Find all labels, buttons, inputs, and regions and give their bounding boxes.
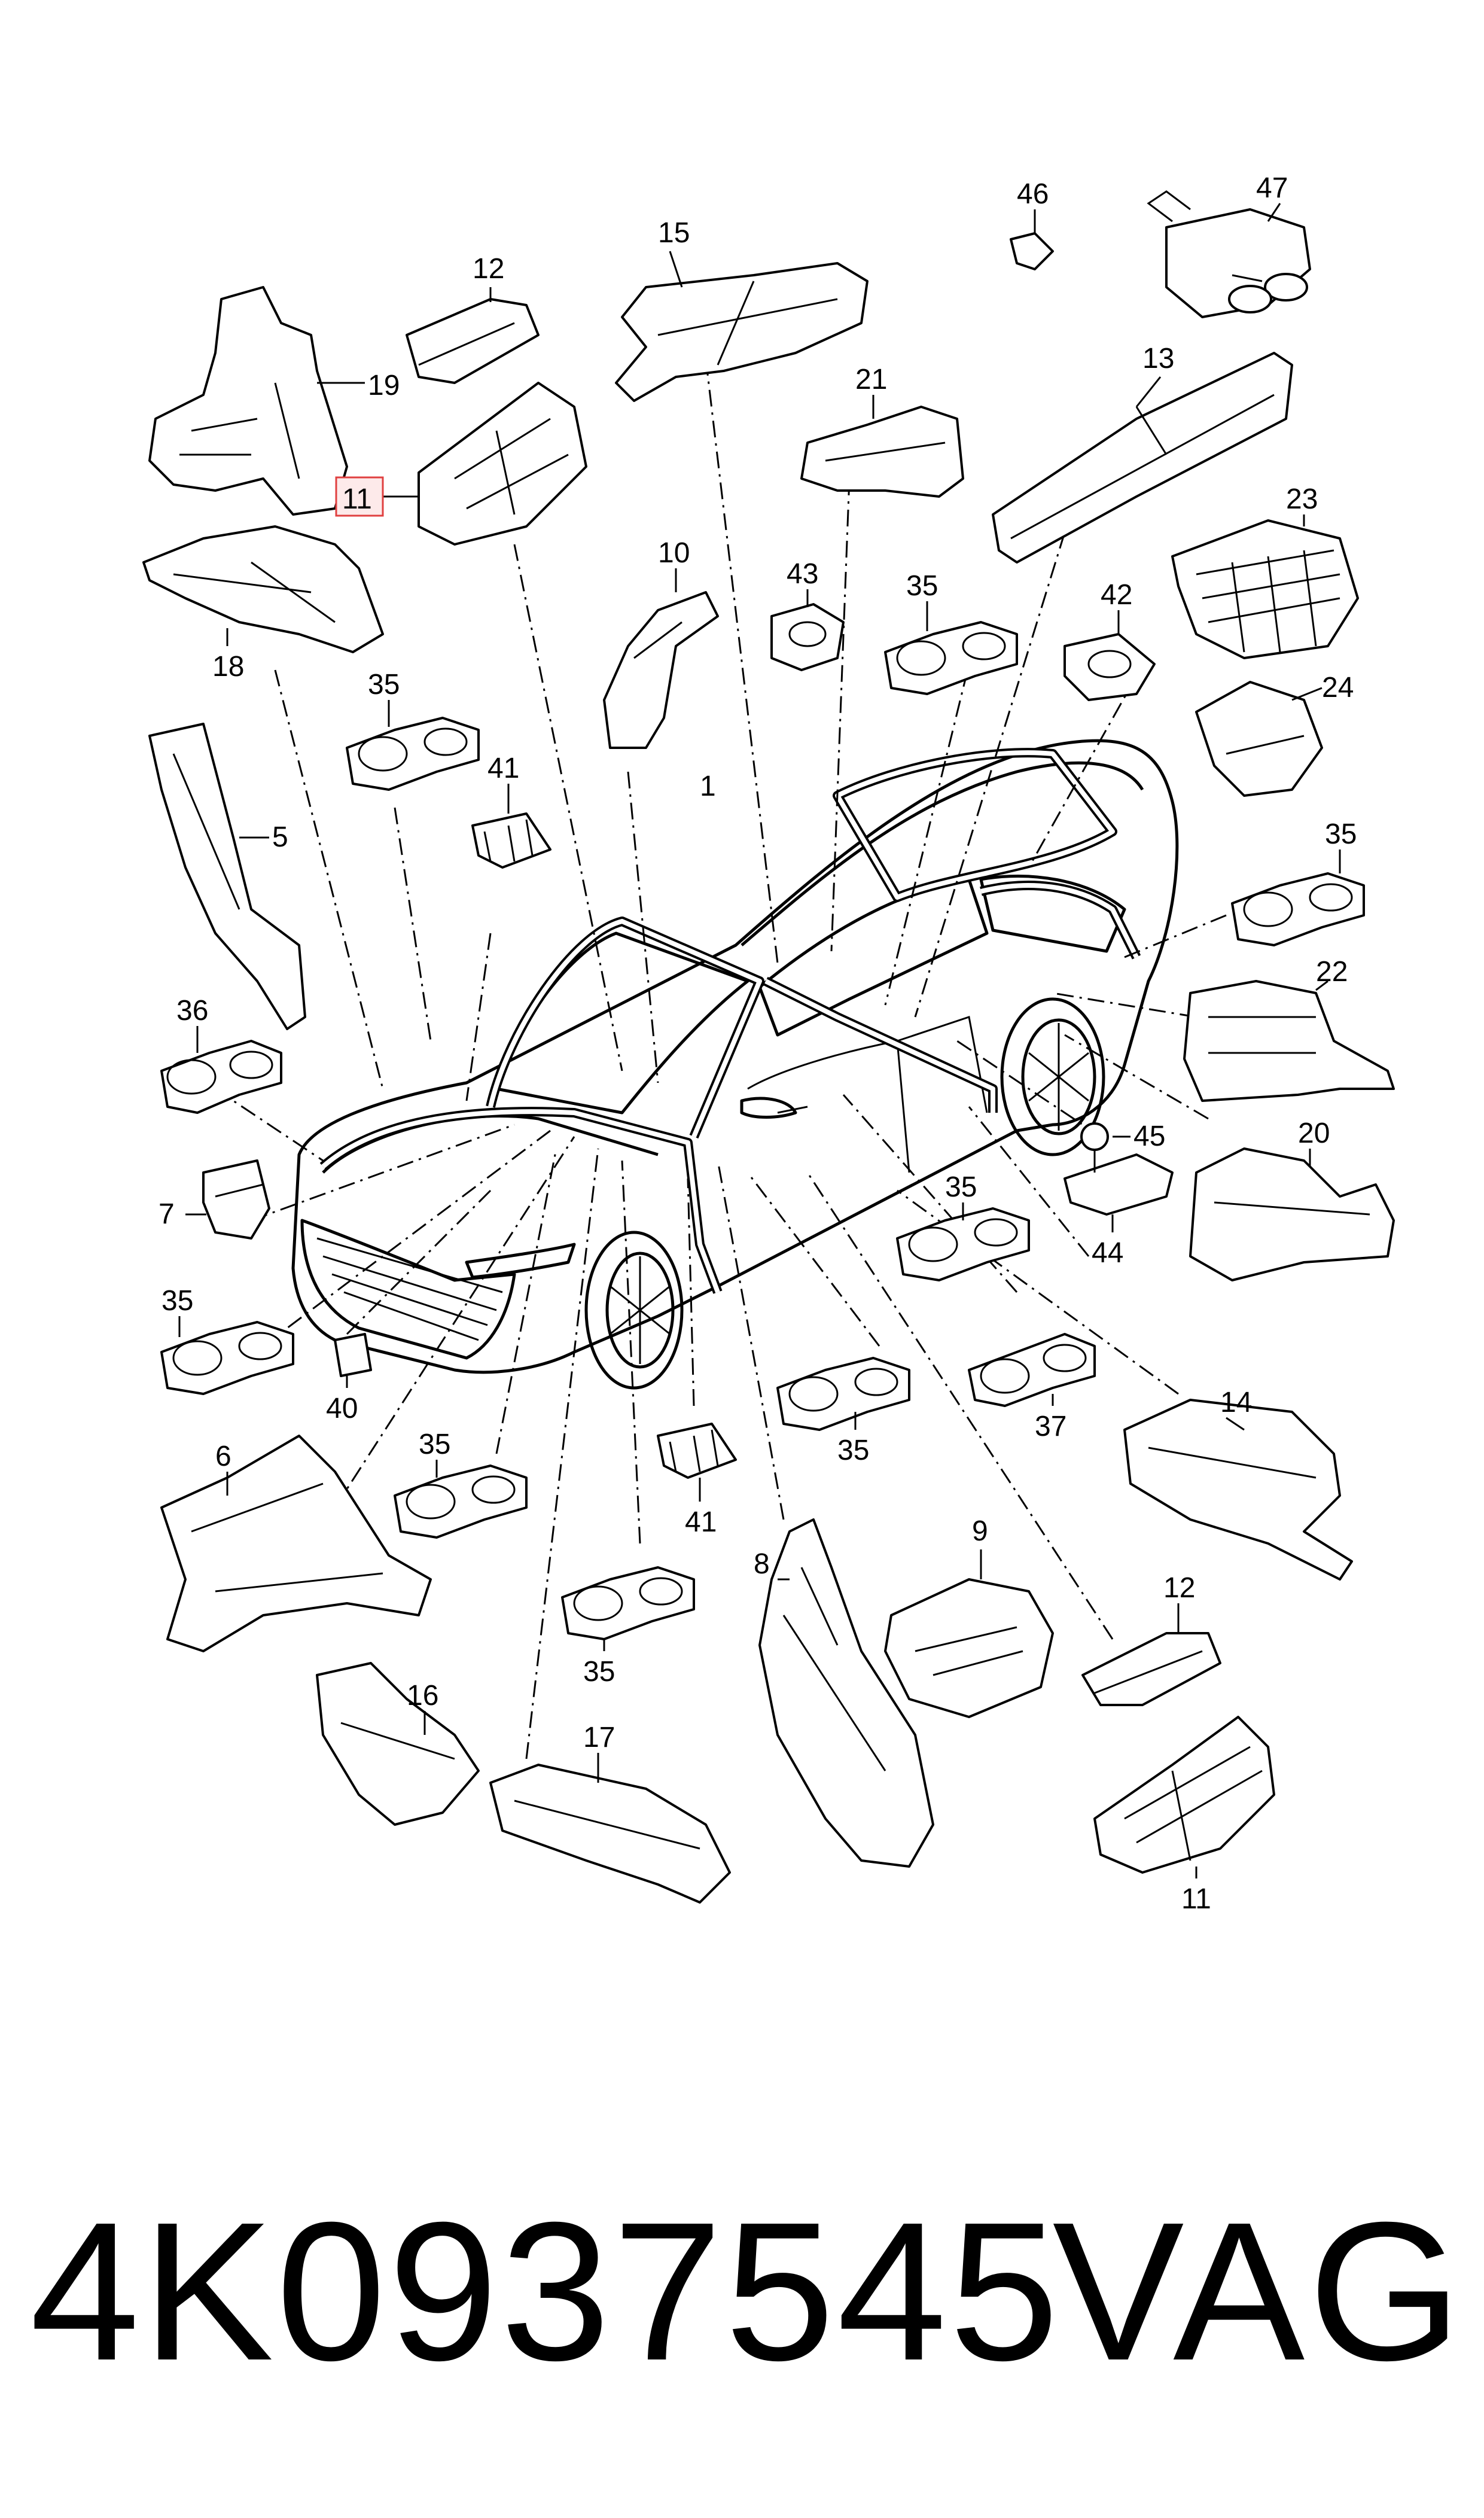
callout-47: 47 bbox=[1256, 172, 1288, 204]
callout-40: 40 bbox=[326, 1393, 358, 1424]
callout-18: 18 bbox=[212, 651, 244, 683]
callout-6: 6 bbox=[215, 1441, 231, 1472]
brand-label: VAG bbox=[1052, 2181, 1465, 2401]
callout-11-bottom: 11 bbox=[1181, 1883, 1211, 1915]
callout-13: 13 bbox=[1142, 343, 1174, 374]
callout-12-bottom: 12 bbox=[1163, 1572, 1195, 1604]
parts-diagram: 1 5 6 7 8 9 10 11 11 12 12 13 14 15 16 1… bbox=[142, 172, 1395, 1915]
callout-8: 8 bbox=[754, 1548, 770, 1580]
callout-46: 46 bbox=[1017, 178, 1049, 210]
callout-7: 7 bbox=[159, 1198, 175, 1230]
part-7-switch bbox=[185, 1159, 270, 1240]
callout-35-e: 35 bbox=[161, 1285, 193, 1317]
part-40-clip bbox=[334, 1333, 372, 1388]
part-43-grommet bbox=[770, 589, 845, 671]
part-11-box-bottom bbox=[1093, 1716, 1275, 1878]
callout-41-bottom: 41 bbox=[685, 1506, 717, 1538]
part-number: 4K0937545 bbox=[30, 2181, 1062, 2401]
callout-5: 5 bbox=[272, 821, 288, 853]
part-21-bracket bbox=[800, 395, 964, 498]
part-19-duct bbox=[148, 286, 365, 516]
callout-37: 37 bbox=[1035, 1411, 1066, 1442]
callout-35-a: 35 bbox=[368, 669, 400, 701]
part-42-grommet bbox=[1064, 610, 1156, 701]
grommet-35-h bbox=[561, 1566, 695, 1651]
part-9-tray bbox=[884, 1549, 1054, 1718]
callout-35-f: 35 bbox=[837, 1435, 869, 1466]
part-41-holder-top bbox=[471, 784, 551, 869]
callout-35-h: 35 bbox=[583, 1656, 615, 1688]
grommet-35-g bbox=[394, 1460, 528, 1539]
grommet-35-f bbox=[776, 1357, 910, 1431]
callout-16: 16 bbox=[407, 1680, 438, 1712]
callout-24: 24 bbox=[1322, 672, 1354, 704]
callout-22: 22 bbox=[1316, 956, 1348, 988]
callout-35-g: 35 bbox=[419, 1429, 450, 1460]
callout-19: 19 bbox=[368, 370, 400, 401]
highlight-box-11 bbox=[335, 476, 384, 517]
part-8-duct bbox=[758, 1518, 934, 1868]
part-16-duct bbox=[316, 1662, 480, 1826]
part-13-rail bbox=[992, 352, 1293, 564]
callout-44: 44 bbox=[1092, 1237, 1123, 1269]
part-22-bracket bbox=[1183, 980, 1395, 1102]
part-12-cover-bottom bbox=[1081, 1603, 1221, 1706]
callout-42: 42 bbox=[1101, 579, 1132, 611]
callout-43: 43 bbox=[787, 558, 818, 590]
grommet-35-d bbox=[896, 1202, 1030, 1281]
callout-35-d: 35 bbox=[945, 1171, 977, 1203]
part-12-cover-top bbox=[406, 287, 540, 384]
grommet-35-c bbox=[1231, 850, 1365, 946]
callout-11-top: 11 bbox=[342, 483, 372, 515]
callout-20: 20 bbox=[1298, 1118, 1330, 1149]
callout-35-c: 35 bbox=[1325, 818, 1357, 850]
callout-21: 21 bbox=[855, 364, 887, 395]
part-17-duct bbox=[489, 1753, 731, 1904]
callout-35-b: 35 bbox=[906, 570, 938, 602]
callout-45: 45 bbox=[1133, 1121, 1165, 1152]
callout-23: 23 bbox=[1286, 483, 1318, 515]
part-14-duct bbox=[1123, 1399, 1353, 1581]
callout-12-top: 12 bbox=[473, 253, 504, 285]
part-6-duct bbox=[160, 1435, 432, 1652]
part-23-fuse-box bbox=[1171, 514, 1359, 659]
car-body-outline bbox=[291, 739, 1179, 1390]
part-15-bracket bbox=[615, 251, 869, 402]
part-18-duct bbox=[142, 525, 384, 653]
part-35-grommets bbox=[160, 601, 1365, 1651]
part-24-bracket bbox=[1195, 681, 1323, 797]
callout-10: 10 bbox=[658, 537, 690, 569]
part-46-clip bbox=[1010, 209, 1054, 270]
footer: 4K0937545 VAG bbox=[30, 2178, 1465, 2417]
door-seal-rails bbox=[319, 748, 1141, 1294]
part-10-trim bbox=[603, 568, 719, 749]
part-11-box-top bbox=[383, 382, 587, 546]
callout-1: 1 bbox=[700, 771, 716, 802]
callout-17: 17 bbox=[583, 1722, 615, 1753]
callout-labels: 1 5 6 7 8 9 10 11 11 12 12 13 14 15 16 1… bbox=[159, 172, 1357, 1915]
part-41-holder-bottom bbox=[657, 1423, 737, 1502]
callout-9: 9 bbox=[972, 1515, 988, 1547]
part-36-grommet bbox=[160, 1026, 282, 1114]
callout-15: 15 bbox=[658, 217, 690, 249]
part-37-grommet bbox=[968, 1333, 1096, 1407]
grommet-35-e bbox=[160, 1316, 294, 1395]
callout-36: 36 bbox=[176, 995, 208, 1027]
callout-14: 14 bbox=[1220, 1387, 1252, 1418]
part-5-channel bbox=[148, 723, 306, 1030]
part-20-duct bbox=[1189, 1147, 1395, 1281]
grommet-35-a bbox=[346, 700, 480, 791]
part-47-antenna-module bbox=[1147, 190, 1311, 318]
grommet-35-b bbox=[884, 601, 1018, 695]
part-44-45-bracket bbox=[1064, 1122, 1174, 1232]
callout-41-top: 41 bbox=[487, 753, 519, 784]
